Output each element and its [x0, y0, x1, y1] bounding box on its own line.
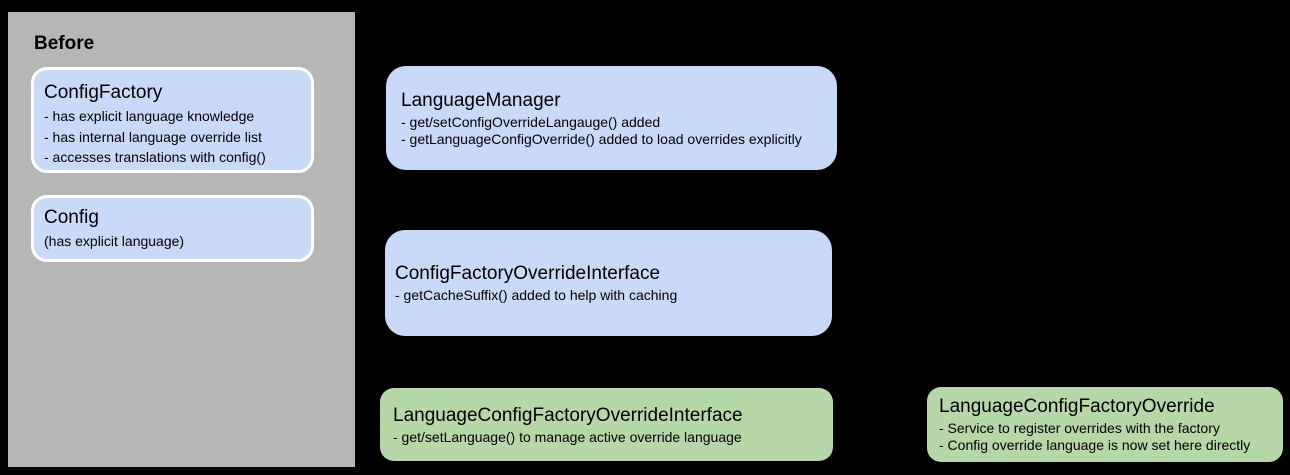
config-factory-box: ConfigFactory - has explicit language kn…: [31, 67, 314, 173]
before-panel-title: Before: [34, 33, 95, 54]
language-manager-title: LanguageManager: [401, 89, 561, 111]
config-factory-override-interface-note: - getCacheSuffix() added to help with ca…: [395, 287, 678, 303]
config-factory-override-interface-title: ConfigFactoryOverrideInterface: [395, 263, 661, 284]
language-config-factory-override-interface-note: - get/setLanguage() to manage active ove…: [393, 428, 742, 445]
config-title: Config: [44, 207, 99, 228]
config-note: (has explicit language): [44, 233, 185, 249]
language-config-factory-override-interface-box: LanguageConfigFactoryOverrideInterface -…: [380, 388, 833, 461]
config-box: Config (has explicit language): [31, 195, 314, 262]
language-config-factory-override-title: LanguageConfigFactoryOverride: [939, 396, 1215, 417]
config-factory-title: ConfigFactory: [44, 82, 163, 103]
language-config-factory-override-note: - Service to register overrides with the…: [939, 420, 1220, 436]
language-manager-note: - getLanguageConfigOverride() added to l…: [401, 130, 802, 147]
language-config-factory-override-note: - Config override language is now set he…: [939, 437, 1251, 453]
language-manager-note: - get/setConfigOverrideLangauge() added: [401, 113, 661, 130]
config-factory-note: - has internal language override list: [44, 128, 262, 145]
config-factory-note: - has explicit language knowledge: [44, 108, 255, 124]
language-config-factory-override-box: LanguageConfigFactoryOverride - Service …: [927, 387, 1283, 462]
language-config-factory-override-interface-title: LanguageConfigFactoryOverrideInterface: [393, 404, 743, 426]
config-factory-note: - accesses translations with config(): [44, 149, 266, 165]
language-manager-box: LanguageManager - get/setConfigOverrideL…: [386, 66, 837, 170]
config-factory-override-interface-box: ConfigFactoryOverrideInterface - getCach…: [385, 230, 832, 336]
